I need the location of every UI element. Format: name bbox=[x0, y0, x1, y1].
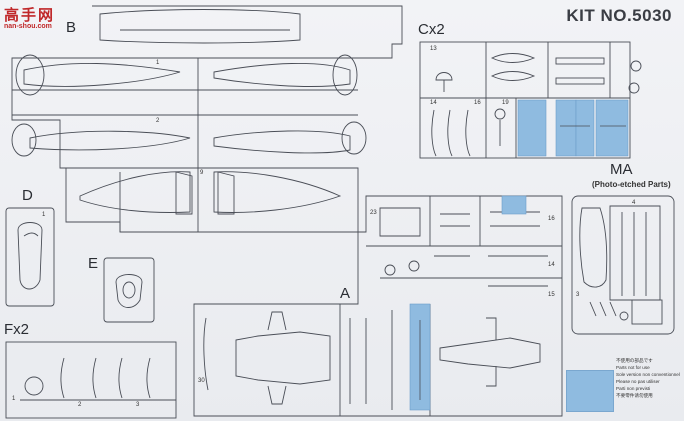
sprue-label-ma-subtitle: (Photo-etched Parts) bbox=[592, 180, 671, 189]
sprue-label-d: D bbox=[22, 187, 33, 204]
sprue-label-c: Cx2 bbox=[418, 21, 445, 38]
part-number: 3 bbox=[576, 292, 580, 298]
part-number: 15 bbox=[548, 292, 555, 298]
kit-number: KIT NO.5030 bbox=[566, 6, 672, 25]
part-number: 1 bbox=[12, 396, 16, 402]
sprue-label-ma: MA bbox=[610, 161, 633, 178]
legend-note: 不使用の部品です bbox=[616, 358, 653, 363]
part-number: 3 bbox=[136, 402, 140, 408]
part-number: 14 bbox=[548, 262, 555, 268]
legend-swatch bbox=[566, 370, 614, 412]
part-number: 23 bbox=[370, 210, 377, 216]
part-number: 4 bbox=[632, 200, 636, 206]
sprue-a bbox=[193, 195, 563, 417]
sprue-b bbox=[11, 5, 403, 233]
part-number: 16 bbox=[548, 216, 555, 222]
part-number: 2 bbox=[156, 118, 160, 124]
sprue-label-e: E bbox=[88, 255, 99, 272]
sprue-d bbox=[5, 207, 55, 307]
sprue-f bbox=[5, 341, 177, 419]
part-number: 16 bbox=[474, 100, 481, 106]
sprue-ma bbox=[571, 195, 675, 335]
sprue-c bbox=[419, 41, 642, 159]
sprue-label-f: Fx2 bbox=[4, 321, 30, 338]
unused-parts-legend: 不使用の部品です Parts not for use Sole version … bbox=[566, 358, 680, 412]
watermark-url: nan-shou.com bbox=[4, 23, 52, 30]
sprue-label-a: A bbox=[340, 285, 351, 302]
part-number: 2 bbox=[78, 402, 82, 408]
legend-note: Parts not for use bbox=[616, 365, 650, 370]
unused-parts-highlight bbox=[409, 99, 629, 411]
legend-note: Sole version non conventionnel bbox=[616, 372, 680, 377]
legend-note: 不要零件请勿使用 bbox=[616, 393, 653, 398]
part-number: 13 bbox=[430, 46, 437, 52]
sprue-e bbox=[103, 257, 155, 323]
part-number: 1 bbox=[42, 212, 46, 218]
watermark-logo: 高手网 nan-shou.com bbox=[4, 4, 78, 34]
part-number: 19 bbox=[502, 100, 509, 106]
legend-note: Parti non previsti bbox=[616, 386, 651, 391]
part-number: 1 bbox=[156, 60, 160, 66]
part-number: 30 bbox=[198, 378, 205, 384]
sprue-label-b: B bbox=[66, 19, 77, 36]
watermark-text: 高手网 bbox=[4, 7, 56, 24]
part-number: 14 bbox=[430, 100, 437, 106]
legend-note: Please no pas utiliser bbox=[616, 379, 660, 384]
part-number: 9 bbox=[200, 170, 204, 176]
